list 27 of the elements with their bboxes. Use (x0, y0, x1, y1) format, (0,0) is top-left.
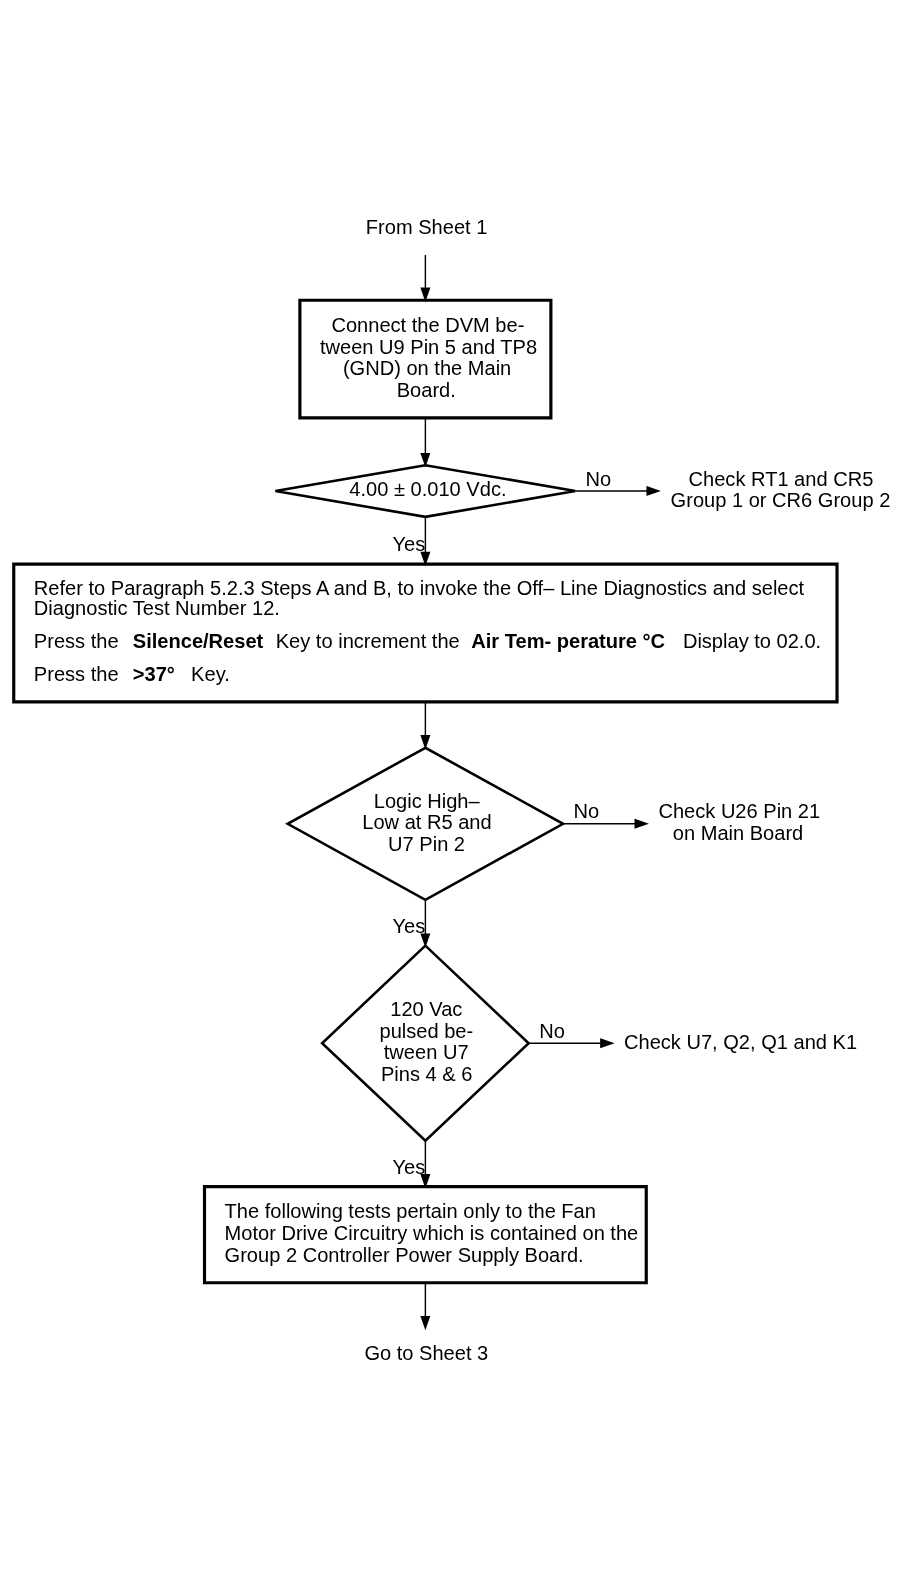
edge-label: Yes (392, 914, 426, 937)
arrow (562, 818, 649, 829)
node-text: From Sheet 1 (365, 215, 488, 238)
arrow (420, 700, 431, 749)
node-diamond: 120 Vac pulsed be- tween U7 Pins 4 & 6 (320, 943, 531, 1142)
node-box: Connect the DVM be- tween U9 Pin 5 and TP8 (GND) on the Main Board. (298, 298, 553, 419)
node-text: Check U26 Pin 21 on Main Board (658, 799, 821, 844)
node-box: The following tests pertain only to the Fan Motor Drive Circuitry which is contained on the Group 2 Controller Power Supply Board. (202, 1184, 648, 1284)
arrow (420, 1139, 431, 1188)
edge-label: No (539, 1019, 565, 1042)
node-box: Refer to Paragraph 5.2.3 Steps A and B, to invoke the Off– Line Diagnostics and select Diagnostic Test Number 12. Press the Silence/Reset Key to increment the Air Tem- perature °C Display to 02.0. Press the >37° Key. (12, 562, 839, 703)
node-text: Go to Sheet 3 (364, 1341, 489, 1364)
edge-label: Yes (392, 1155, 426, 1178)
arrow (420, 515, 431, 566)
node-diamond: 4.00 ± 0.010 Vdc. (274, 463, 577, 518)
arrow (420, 898, 431, 948)
arrow (420, 253, 431, 302)
arrow (574, 485, 661, 496)
node-diamond: Logic High– Low at R5 and U7 Pin 2 (285, 745, 566, 901)
edge-label: No (585, 467, 612, 490)
arrow (528, 1037, 615, 1048)
arrow (420, 1282, 431, 1330)
edge-label: Yes (392, 532, 426, 555)
edge-label: No (573, 799, 600, 822)
node-text: Check RT1 and CR5 Group 1 or CR6 Group 2 (670, 467, 891, 511)
arrow (420, 416, 431, 467)
node-text: Check U7, Q2, Q1 and K1 (624, 1030, 858, 1053)
